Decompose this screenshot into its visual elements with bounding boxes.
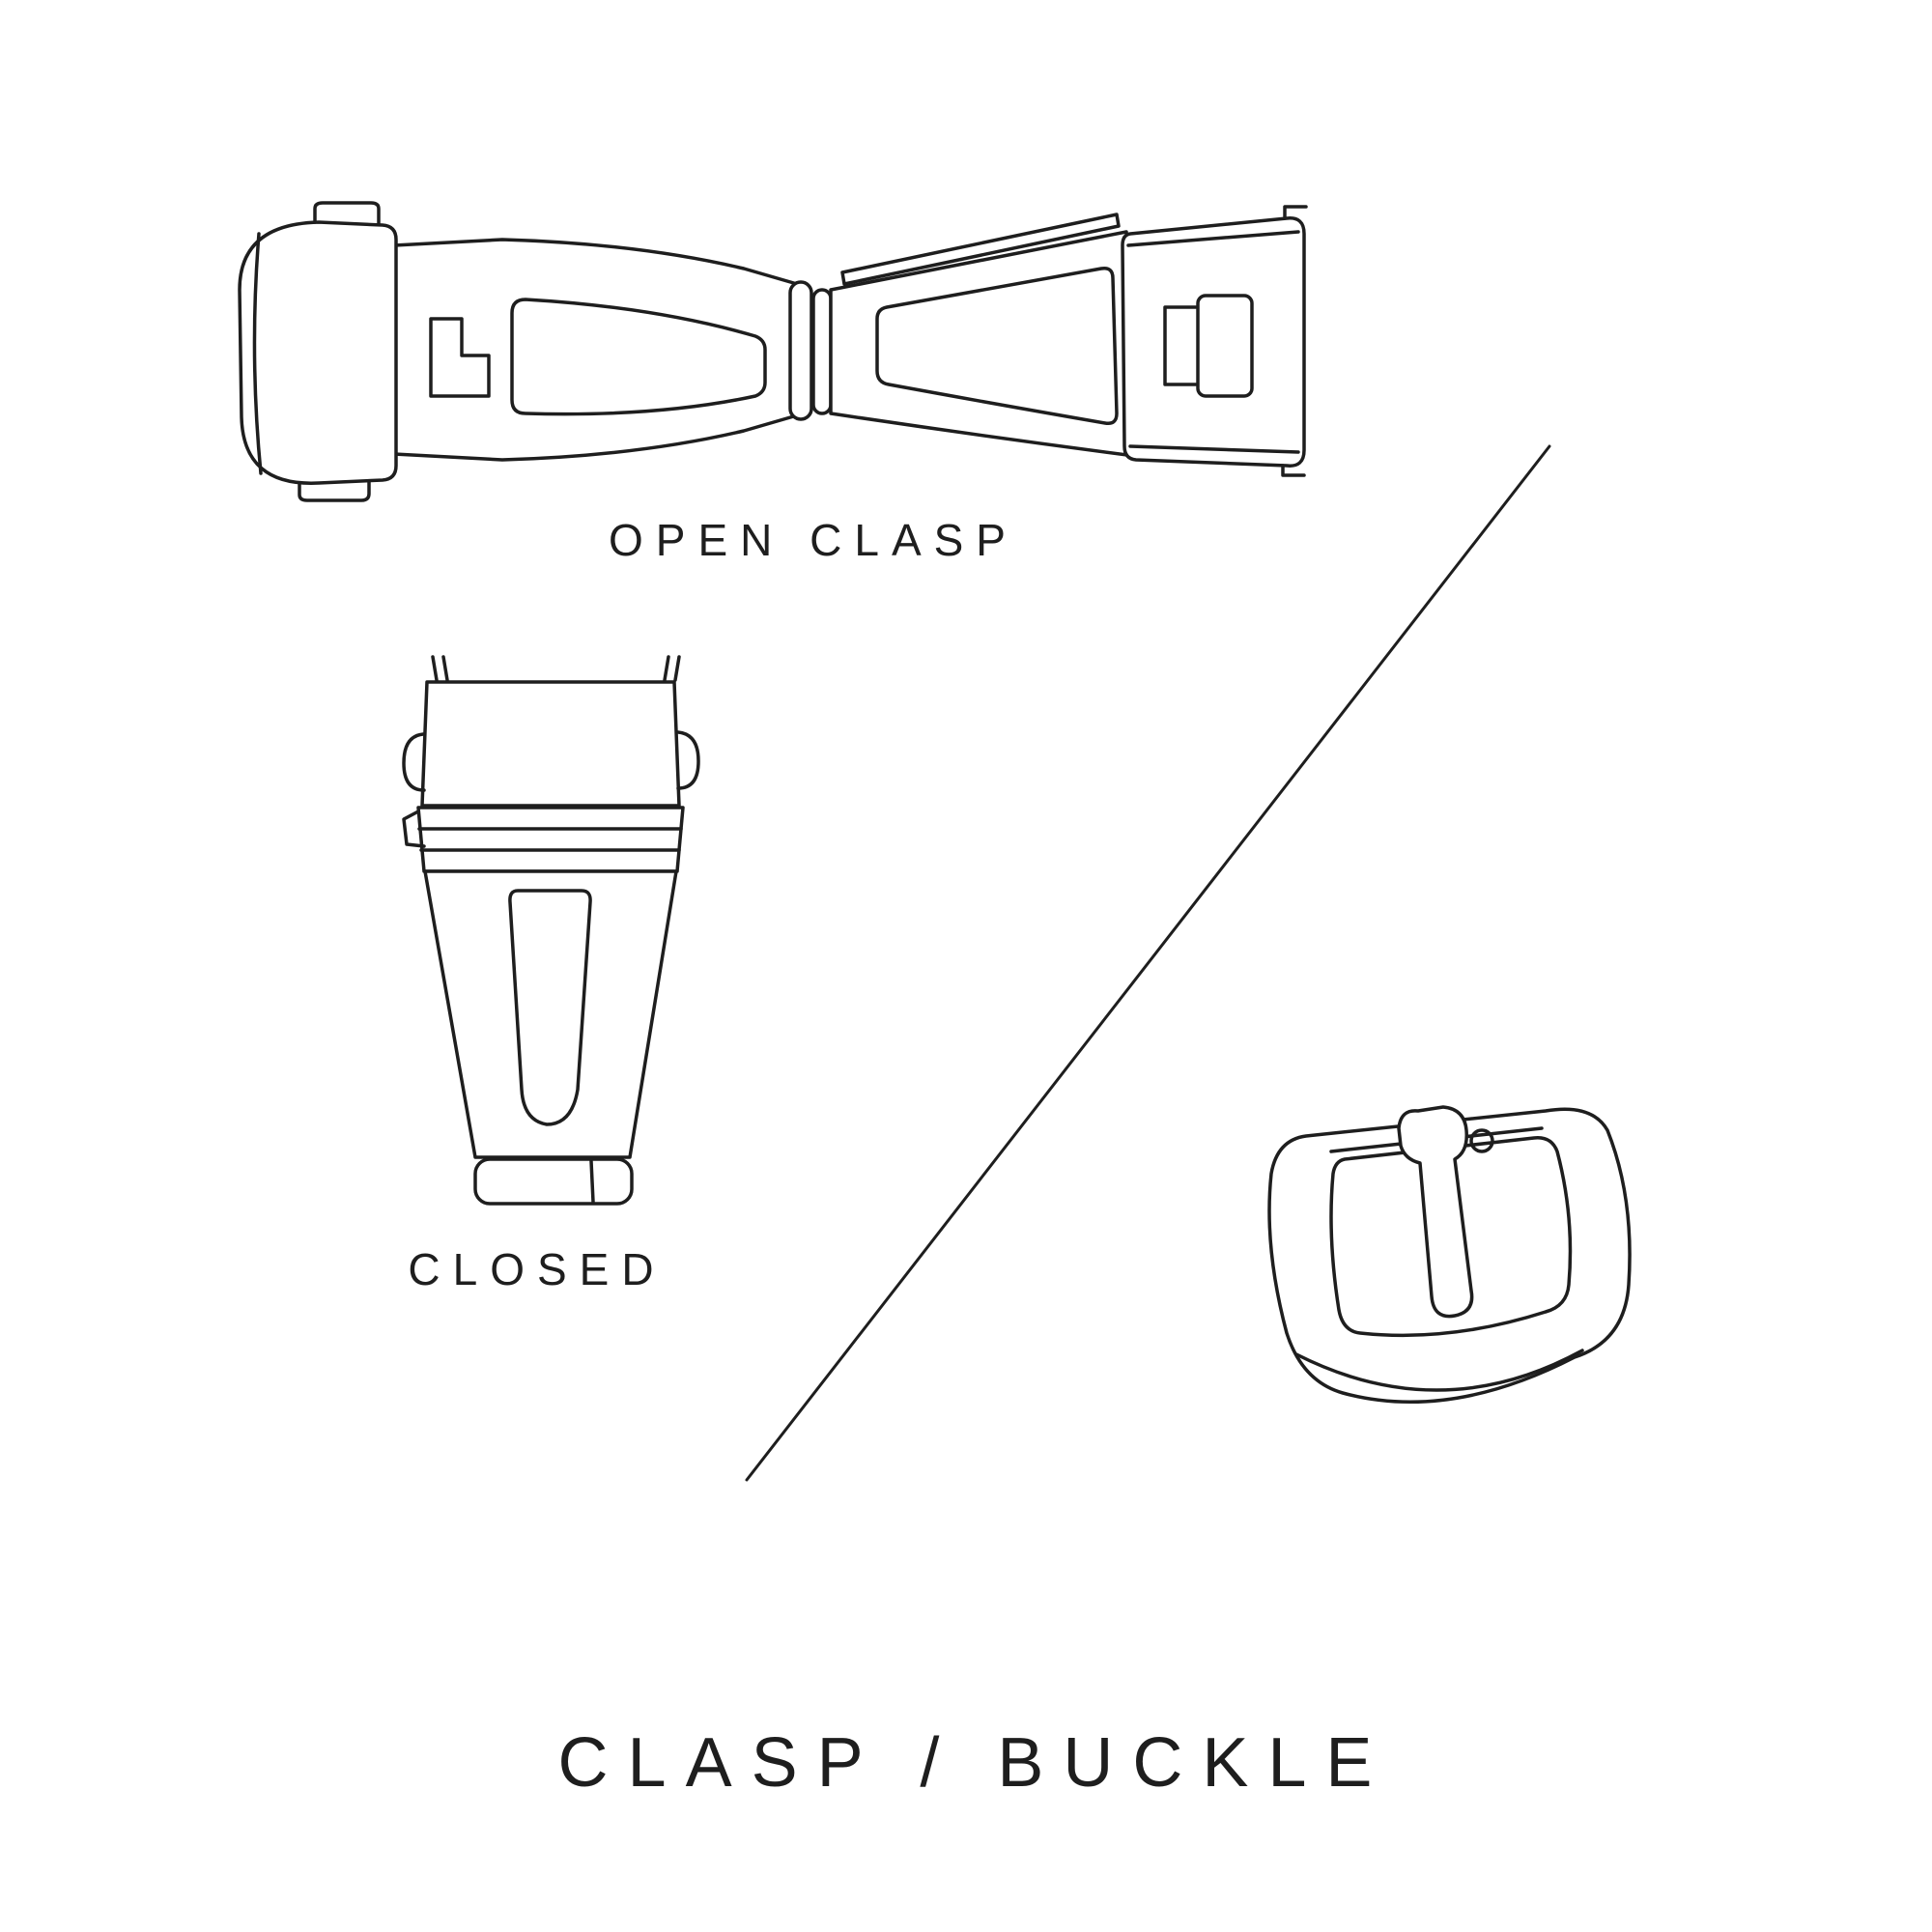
closed-clasp-body-inner-outline bbox=[508, 889, 592, 1126]
open-clasp-latch-bracket bbox=[1163, 305, 1198, 386]
open-clasp-illustration bbox=[238, 201, 1308, 502]
closed-clasp-band-section bbox=[416, 806, 685, 873]
closed-clasp-prong-left bbox=[431, 655, 449, 682]
open-clasp-left-fold-line bbox=[252, 232, 263, 475]
open-clasp-label: OPEN CLASP bbox=[609, 515, 1018, 565]
open-clasp-hinge-bar-2 bbox=[811, 288, 833, 415]
closed-clasp-left-flap bbox=[402, 810, 426, 848]
closed-clasp-body bbox=[423, 869, 678, 1159]
open-clasp-right-inner-outline bbox=[875, 266, 1119, 426]
closed-clasp-prong-right bbox=[663, 655, 681, 682]
closed-clasp-top-block bbox=[420, 680, 681, 808]
open-clasp-left-inner-outline bbox=[510, 298, 767, 416]
closed-clasp-bottom-bar-line bbox=[589, 1159, 595, 1204]
open-clasp-left-bottom-tab bbox=[298, 480, 371, 502]
buckle-tongue bbox=[1397, 1105, 1474, 1319]
open-clasp-right-endcap-step-top bbox=[1283, 205, 1308, 220]
buckle-bottom-thickness-line bbox=[1294, 1349, 1584, 1392]
open-clasp-right-endcap-bottom-line bbox=[1128, 444, 1300, 454]
closed-clasp-illustration bbox=[402, 655, 700, 1206]
diagram-title: CLASP / BUCKLE bbox=[557, 1724, 1392, 1802]
open-clasp-latch-hole bbox=[1196, 294, 1254, 398]
open-clasp-hinge-bar-1 bbox=[788, 280, 813, 421]
closed-clasp-right-ear bbox=[676, 730, 700, 790]
divider-line bbox=[745, 444, 1551, 1482]
closed-clasp-bottom-bar bbox=[473, 1157, 634, 1206]
closed-clasp-label: CLOSED bbox=[408, 1244, 667, 1294]
open-clasp-left-endcap bbox=[238, 220, 398, 485]
open-clasp-hook bbox=[429, 317, 491, 398]
open-clasp-right-endcap-step-bottom bbox=[1281, 464, 1306, 477]
open-clasp-right-endcap-top-line bbox=[1126, 230, 1300, 247]
closed-clasp-left-ear bbox=[402, 732, 426, 792]
buckle-tongue-ring bbox=[1469, 1128, 1494, 1153]
open-clasp-right-top-strip bbox=[840, 213, 1121, 286]
buckle-illustration bbox=[1267, 1105, 1632, 1405]
open-clasp-left-top-tab bbox=[313, 201, 381, 225]
